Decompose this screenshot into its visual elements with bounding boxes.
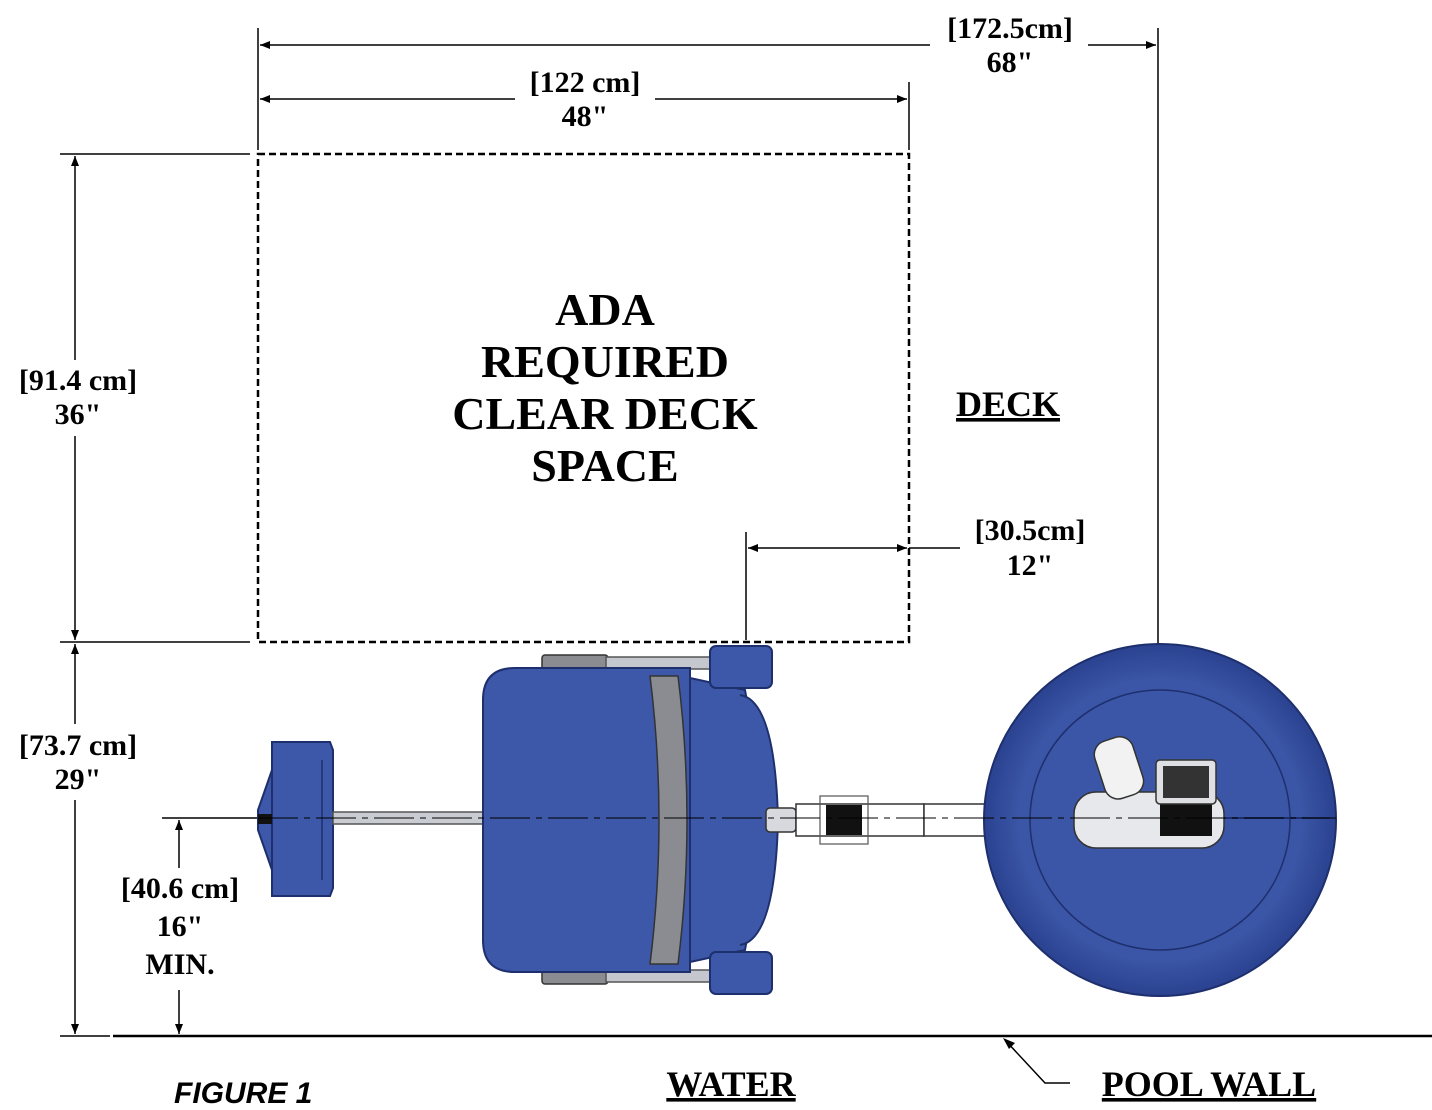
pool-wall-leader xyxy=(1003,1038,1070,1084)
seat-min-metric: [40.6 cm] xyxy=(121,872,239,905)
clear-space-line-3: CLEAR DECK xyxy=(452,388,758,439)
offset-imperial: 12" xyxy=(1007,549,1054,582)
clear-space-line-4: SPACE xyxy=(531,440,678,491)
deck-label: DECK xyxy=(956,384,1060,424)
figure-label: FIGURE 1 xyxy=(174,1077,312,1105)
clear-space-line-2: REQUIRED xyxy=(481,336,729,387)
offset-dimension: [30.5cm] 12" xyxy=(745,514,1086,640)
footrest xyxy=(257,741,334,897)
wall-depth-metric: [73.7 cm] xyxy=(19,729,137,762)
pool-wall-label: POOL WALL xyxy=(1102,1064,1316,1104)
wall-depth-imperial: 29" xyxy=(55,763,102,796)
overall-width-metric: [172.5cm] xyxy=(947,12,1073,45)
clear-space-line-1: ADA xyxy=(555,284,655,335)
clear-deck-space-boundary xyxy=(256,152,911,644)
pool-lift-illustration xyxy=(257,643,1337,997)
offset-metric: [30.5cm] xyxy=(975,514,1086,547)
seat-min-imperial: 16" xyxy=(157,910,204,943)
water-label: WATER xyxy=(666,1064,796,1104)
base-disc xyxy=(983,643,1337,997)
clear-width-dimension: [122 cm] 48" xyxy=(260,66,910,150)
clear-deck-space-label: ADA REQUIRED CLEAR DECK SPACE xyxy=(452,284,758,491)
seat xyxy=(482,645,780,995)
overall-width-imperial: 68" xyxy=(987,46,1034,79)
clear-width-imperial: 48" xyxy=(562,100,609,133)
seat-min-dimension xyxy=(162,817,262,1034)
clear-depth-imperial: 36" xyxy=(55,398,102,431)
overall-width-dimension: [172.5cm] 68" xyxy=(257,12,1159,770)
clear-depth-metric: [91.4 cm] xyxy=(19,364,137,397)
seat-min-note: MIN. xyxy=(145,948,214,981)
clear-width-metric: [122 cm] xyxy=(530,66,641,99)
